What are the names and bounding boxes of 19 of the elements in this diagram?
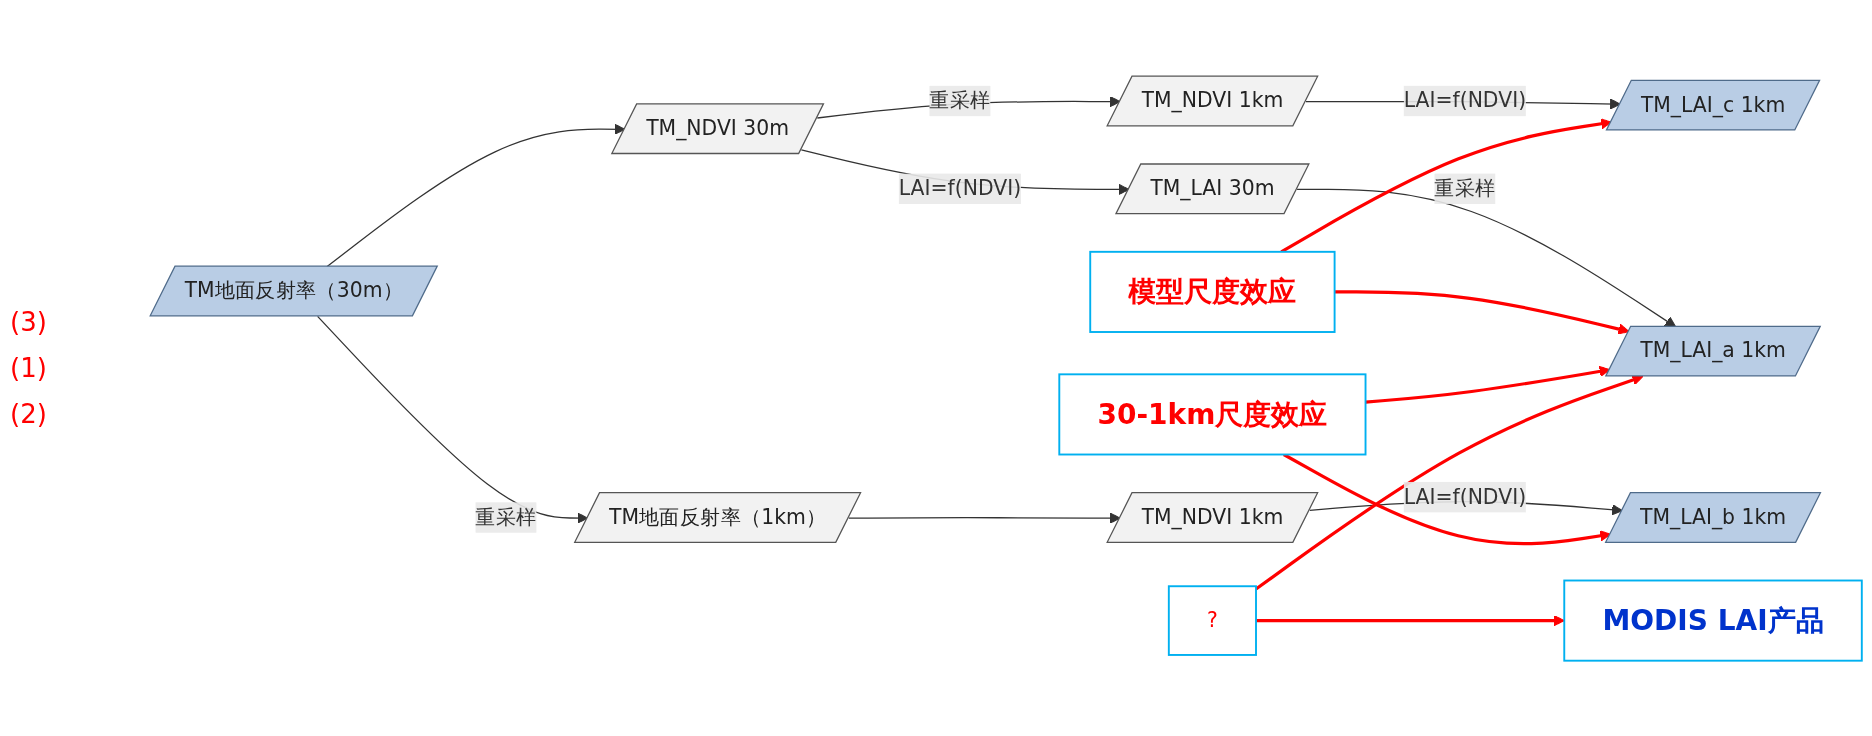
arrow [1256, 614, 1565, 626]
edge-label: LAI=f(NDVI) [1403, 483, 1527, 509]
arrow [848, 512, 1121, 524]
edge-label: LAI=f(NDVI) [898, 175, 1022, 200]
edge-label: 重采样 [475, 504, 537, 529]
step-number: (1) [10, 353, 48, 383]
arrow [1280, 117, 1612, 253]
arrow [1365, 365, 1611, 404]
arrow [316, 315, 589, 524]
edge-label: LAI=f(NDVI) [1403, 87, 1527, 113]
edge-label: 重采样 [1434, 175, 1496, 200]
node-box: 模型尺度效应 [1089, 250, 1336, 333]
node-box: ? [1167, 584, 1257, 656]
step-number: (2) [10, 399, 48, 429]
step-number: (3) [10, 307, 48, 337]
node-box: 30-1km尺度效应 [1058, 372, 1367, 456]
arrow [1334, 289, 1630, 335]
node-box: MODIS LAI产品 [1563, 579, 1863, 662]
edge-label: 重采样 [929, 87, 991, 113]
